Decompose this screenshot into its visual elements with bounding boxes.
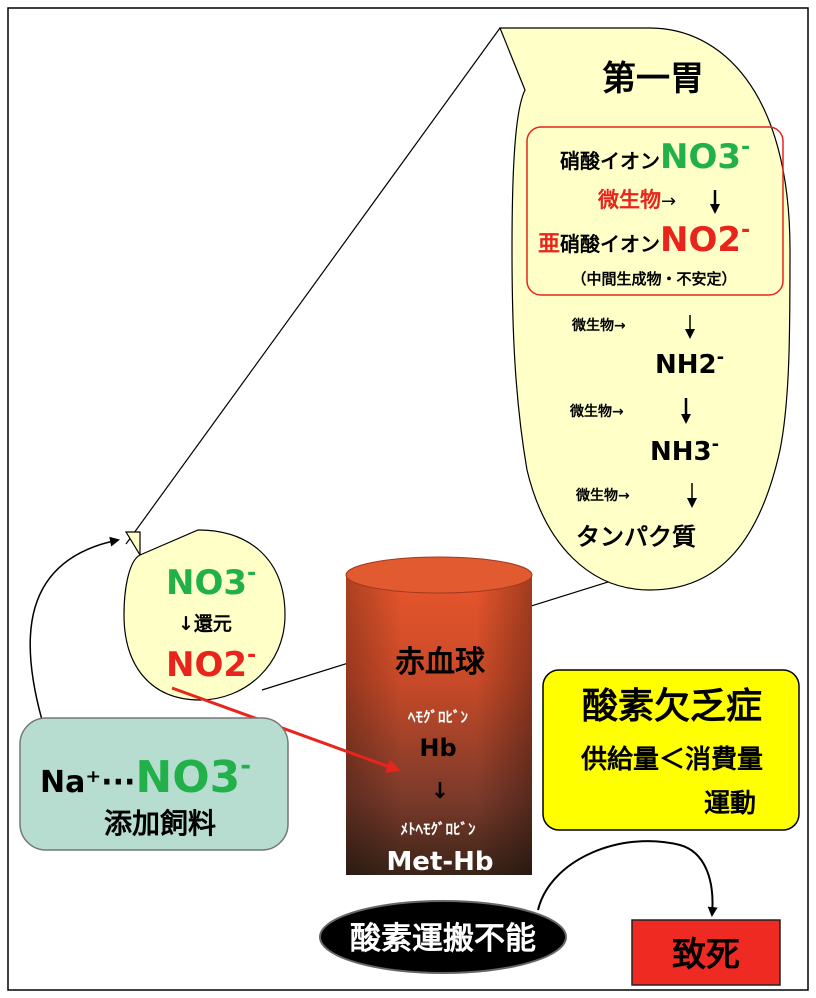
red-blood-cell-column <box>345 556 533 875</box>
stomach-title: 第一胃 <box>602 59 704 99</box>
step1-label: 微生物→ <box>571 317 626 334</box>
step3-label: 微生物→ <box>575 487 630 504</box>
methb-label: Met-Hb <box>386 847 493 877</box>
hypoxia-line2: 運動 <box>704 789 756 819</box>
feed-label: 添加飼料 <box>104 807 216 840</box>
hypoxia-box <box>542 669 800 831</box>
hb-kana: ﾍﾓｸﾞﾛﾋﾞﾝ <box>407 708 469 726</box>
death-box <box>631 919 781 986</box>
hb-label: Hb <box>419 734 456 762</box>
bubble-nitrite: NO2- <box>166 643 256 685</box>
small-bubble <box>123 529 286 701</box>
nitrite-note: （中間生成物・不安定） <box>571 270 736 288</box>
feed-to-bubble-arrow <box>29 536 120 721</box>
bubble-reduction: ↓還元 <box>178 613 232 635</box>
microbe-red-line: 微生物→ <box>597 188 676 212</box>
step1-product: NH2- <box>655 347 724 380</box>
feed-formula: Na⁺···NO3- <box>40 751 251 803</box>
rbc-title: 赤血球 <box>395 645 486 680</box>
hypoxia-to-death-arrow <box>537 840 718 917</box>
nitrite-line: 亜硝酸イオンNO2- <box>538 218 750 260</box>
outer-frame <box>7 7 809 991</box>
hb-down-arrow: ↓ <box>431 779 449 804</box>
oxygen-transport-oval <box>319 900 567 974</box>
death-label: 致死 <box>672 935 740 975</box>
step3-product: タンパク質 <box>576 523 696 551</box>
hypoxia-title: 酸素欠乏症 <box>582 685 762 727</box>
bubble-nitrate: NO3- <box>166 561 256 603</box>
nitrite-to-hb-arrow <box>171 686 401 773</box>
feed-box <box>19 717 289 851</box>
zoom-line-top <box>125 27 501 545</box>
step2-label: 微生物→ <box>569 403 624 420</box>
nitrite-reaction-box <box>526 126 784 296</box>
hypoxia-line1: 供給量＜消費量 <box>580 744 763 775</box>
methb-kana: ﾒﾄﾍﾓｸﾞﾛﾋﾞﾝ <box>400 820 476 838</box>
stomach-bubble <box>499 27 791 591</box>
step2-product: NH3- <box>650 434 719 467</box>
oxygen-transport-label: 酸素運搬不能 <box>350 921 536 957</box>
nitrate-line: 硝酸イオンNO3- <box>560 135 750 177</box>
